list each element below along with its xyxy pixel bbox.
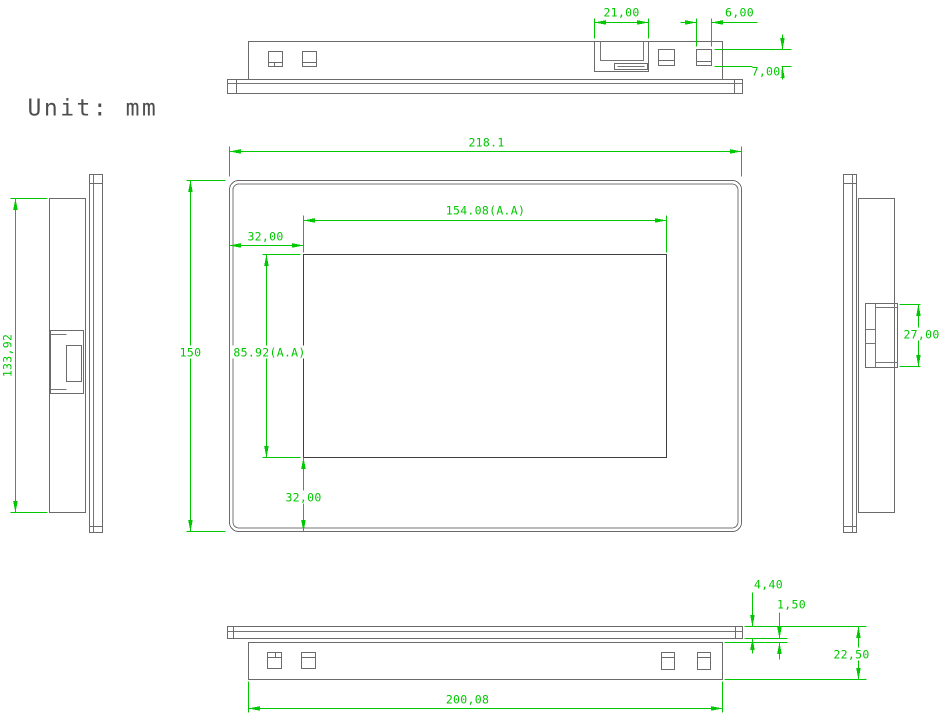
front-bezel-outer bbox=[229, 180, 742, 532]
dim-label: 7,00 bbox=[752, 65, 781, 79]
bottom-view-body bbox=[248, 642, 723, 680]
dim-label: 32,00 bbox=[247, 230, 283, 244]
dim-active-area-height: 85.92(A.A) bbox=[231, 254, 309, 458]
unit-label: Unit: mm bbox=[28, 96, 159, 122]
right-view-bezel bbox=[843, 174, 857, 533]
dim-label: 133,92 bbox=[1, 334, 15, 377]
dim-front-overall-width: 218.1 bbox=[229, 136, 742, 177]
dim-bottom-bezel-thickness: 4,40 bbox=[744, 578, 867, 654]
bottom-view-port-left-1 bbox=[267, 652, 282, 669]
front-bezel-inner bbox=[232, 183, 739, 529]
dim-label: 218.1 bbox=[468, 136, 504, 150]
top-view-port-right bbox=[696, 49, 712, 66]
right-side-view: 27,00 bbox=[843, 174, 942, 533]
bottom-view-port-right-2 bbox=[697, 652, 711, 670]
bottom-view-bezel bbox=[227, 626, 743, 639]
dim-left-body-height: 133,92 bbox=[1, 198, 48, 513]
top-view-port-mid bbox=[658, 49, 675, 66]
dim-active-area-width: 154.08(A.A) bbox=[303, 204, 667, 253]
left-view-body bbox=[49, 198, 86, 513]
right-view-connector bbox=[865, 303, 898, 368]
dim-active-area-left-margin: 32,00 bbox=[229, 230, 304, 248]
dim-front-overall-height: 150 bbox=[175, 180, 226, 532]
dim-label: 6,00 bbox=[725, 6, 754, 20]
dim-right-connector-height: 27,00 bbox=[899, 304, 942, 367]
dim-active-area-bottom-margin: 32,00 bbox=[283, 457, 325, 532]
dim-bottom-body-width: 200,08 bbox=[248, 681, 723, 713]
dim-label: 200,08 bbox=[446, 693, 489, 707]
dim-top-port-width: 6,00 bbox=[680, 6, 758, 47]
left-view-connector bbox=[50, 330, 84, 394]
dim-label: 1,50 bbox=[777, 598, 806, 612]
front-view: 218.1 150 154.08(A.A) 32,00 85.9 bbox=[175, 136, 742, 532]
dim-bottom-overall-depth: 22,50 bbox=[724, 626, 874, 680]
dim-top-port-height: 7,00 bbox=[714, 34, 792, 80]
top-view-wide-connector bbox=[594, 41, 649, 72]
dim-label: 154.08(A.A) bbox=[446, 204, 525, 218]
dim-label: 85.92(A.A) bbox=[233, 346, 305, 360]
dim-label: 4,40 bbox=[754, 578, 783, 592]
dim-label: 22,50 bbox=[833, 648, 869, 662]
dim-label: 150 bbox=[180, 346, 202, 360]
bottom-view-port-left-2 bbox=[301, 652, 316, 669]
dim-top-connector-width: 21,00 bbox=[594, 6, 649, 39]
display-active-area bbox=[302, 253, 668, 459]
top-view-port-left-2 bbox=[302, 51, 317, 67]
dim-bottom-bezel-gap: 1,50 bbox=[724, 598, 806, 660]
left-side-view: 133,92 bbox=[1, 174, 103, 533]
top-view-port-left-1 bbox=[268, 51, 283, 67]
top-view-body-outline bbox=[248, 41, 723, 80]
top-view-bezel bbox=[227, 79, 743, 94]
bottom-view: 200,08 4,40 1,50 22,50 bbox=[227, 578, 874, 713]
dim-label: 21,00 bbox=[603, 6, 639, 20]
bottom-view-port-right-1 bbox=[661, 652, 675, 670]
dim-label: 27,00 bbox=[903, 328, 939, 342]
right-view-body bbox=[858, 198, 895, 513]
dim-label: 32,00 bbox=[285, 491, 321, 505]
left-view-bezel bbox=[89, 174, 103, 533]
top-view: 21,00 6,00 7,00 bbox=[227, 6, 792, 94]
